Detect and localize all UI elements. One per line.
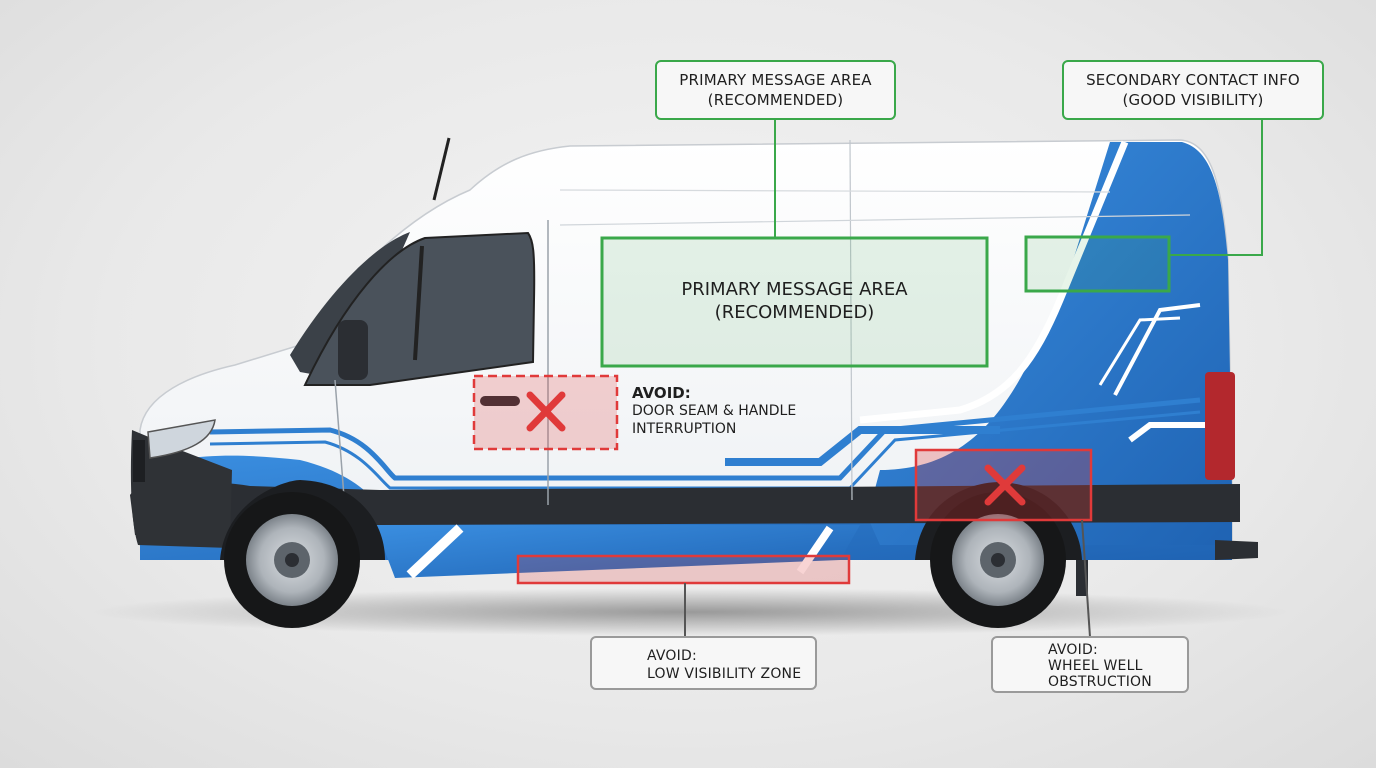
front-bumper	[130, 430, 232, 548]
roof-line	[559, 189, 1111, 193]
low-visibility-avoid-zone	[516, 554, 851, 585]
callout-line: (GOOD VISIBILITY)	[1122, 91, 1264, 109]
rear-light-lines	[1113, 303, 1201, 396]
avoid-heading: AVOID:	[632, 384, 691, 402]
front-wheel	[224, 492, 360, 628]
door-track	[559, 214, 1191, 226]
x-mark-icon	[984, 464, 1026, 506]
blue-stripe-1	[209, 397, 1201, 481]
tail-light	[1205, 372, 1235, 480]
callout-line: WHEEL WELL	[1048, 658, 1143, 674]
leader-secondary	[1169, 118, 1263, 256]
rocker-white-diag-1	[406, 524, 464, 579]
blue-stripe-2	[209, 410, 1201, 490]
secondary-contact-callout: SECONDARY CONTACT INFO (GOOD VISIBILITY)	[1062, 60, 1324, 120]
primary-zone-label: PRIMARY MESSAGE AREA (RECOMMENDED)	[602, 278, 987, 324]
rocker-white-diag-2	[796, 525, 834, 575]
callout-line: PRIMARY MESSAGE AREA	[679, 71, 872, 89]
callout-line: OBSTRUCTION	[1048, 674, 1152, 690]
window-divider	[413, 245, 424, 361]
callout-line: (RECOMMENDED)	[707, 91, 844, 109]
blue-stripe-3	[725, 426, 1000, 466]
front-door-seam	[334, 379, 346, 511]
rear-step	[1215, 540, 1258, 560]
headlight	[147, 419, 216, 459]
door-avoid-label: AVOID: DOOR SEAM & HANDLE INTERRUPTION	[632, 384, 852, 438]
x-mark-icon	[526, 391, 566, 432]
zone-label-line: PRIMARY MESSAGE AREA	[681, 279, 908, 300]
zone-label-line: (RECOMMENDED)	[714, 302, 875, 323]
white-swoosh	[859, 140, 1129, 424]
antenna-icon	[432, 137, 451, 201]
rear-light-lines-2	[1098, 316, 1181, 386]
avoid-line: DOOR SEAM & HANDLE	[632, 403, 797, 419]
callout-line: AVOID:	[1048, 642, 1098, 658]
avoid-line: INTERRUPTION	[632, 421, 737, 437]
van-body	[139, 139, 1233, 546]
low-visibility-callout: AVOID: LOW VISIBILITY ZONE	[590, 636, 817, 690]
secondary-contact-zone	[1024, 235, 1171, 293]
blue-rear-panel	[860, 142, 1232, 545]
door-handle-icon	[480, 396, 520, 406]
rear-panel-seam	[849, 139, 853, 501]
side-mirror	[338, 320, 368, 380]
primary-message-zone	[600, 236, 989, 368]
grille	[133, 440, 145, 482]
callout-line: SECONDARY CONTACT INFO	[1086, 71, 1300, 89]
wheel-well-callout: AVOID: WHEEL WELL OBSTRUCTION	[991, 636, 1189, 693]
rocker-blue	[375, 525, 860, 578]
blue-stripe-4	[1128, 422, 1205, 443]
callout-line: LOW VISIBILITY ZONE	[647, 666, 802, 682]
primary-message-callout: PRIMARY MESSAGE AREA (RECOMMENDED)	[655, 60, 896, 120]
callout-line: AVOID:	[647, 648, 697, 664]
leader-wheel-well	[1081, 519, 1091, 638]
rear-wheel	[930, 492, 1066, 628]
